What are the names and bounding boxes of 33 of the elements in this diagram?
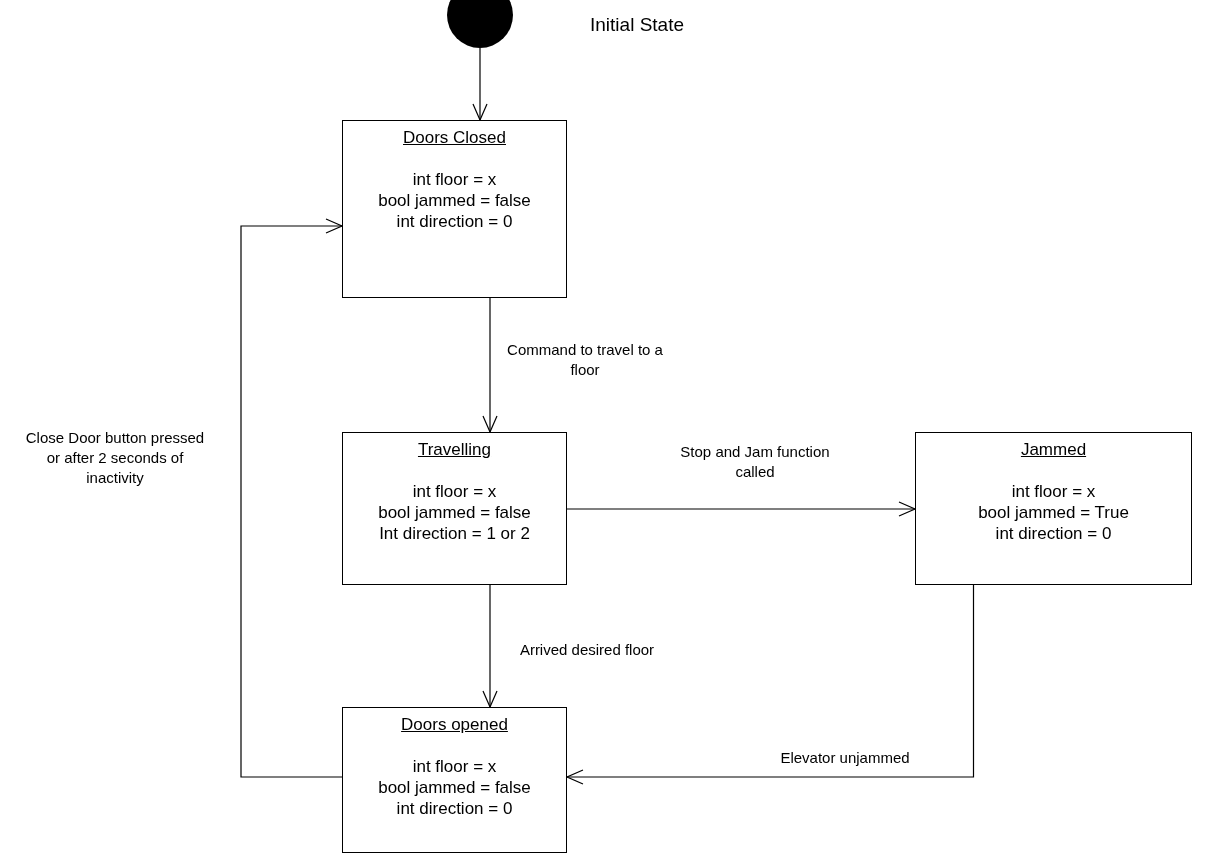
state-variable: bool jammed = false: [378, 777, 531, 798]
state-variable: Int direction = 1 or 2: [379, 523, 530, 544]
transition-arrow: [566, 501, 916, 517]
state-variable: int floor = x: [412, 481, 497, 502]
state-box: [915, 432, 1192, 585]
state-box: [342, 707, 567, 853]
state-variable: int floor = x: [412, 756, 497, 777]
state-variable: bool jammed = True: [978, 502, 1129, 523]
transition-arrow: [482, 297, 498, 433]
edge-label: Arrived desired floor: [518, 640, 656, 660]
state-name: Travelling: [417, 439, 492, 460]
state-caption: Initial State: [590, 14, 684, 36]
transition-arrow: [566, 584, 975, 785]
state-variable: int floor = x: [412, 169, 497, 190]
state-name: Doors opened: [401, 714, 508, 735]
edge-label: Elevator unjammed: [779, 748, 911, 768]
transition-arrow: [240, 218, 343, 778]
initial-state-dot: [447, 0, 513, 48]
edge-label: Command to travel to a floor: [506, 340, 664, 380]
transition-arrow: [482, 584, 498, 708]
state-name: Jammed: [1020, 439, 1087, 460]
state-variable: int direction = 0: [995, 523, 1112, 544]
edge-label: Close Door button pressed or after 2 seconds of inactivity: [24, 428, 206, 488]
state-box: [342, 120, 567, 298]
transition-arrow: [472, 47, 488, 121]
state-variable: int floor = x: [1011, 481, 1096, 502]
state-name: Doors Closed: [403, 127, 506, 148]
edge-label: Stop and Jam function called: [679, 442, 831, 482]
state-variable: int direction = 0: [396, 211, 513, 232]
state-variable: bool jammed = false: [378, 502, 531, 523]
state-variable: int direction = 0: [396, 798, 513, 819]
state-box: [342, 432, 567, 585]
state-variable: bool jammed = false: [378, 190, 531, 211]
